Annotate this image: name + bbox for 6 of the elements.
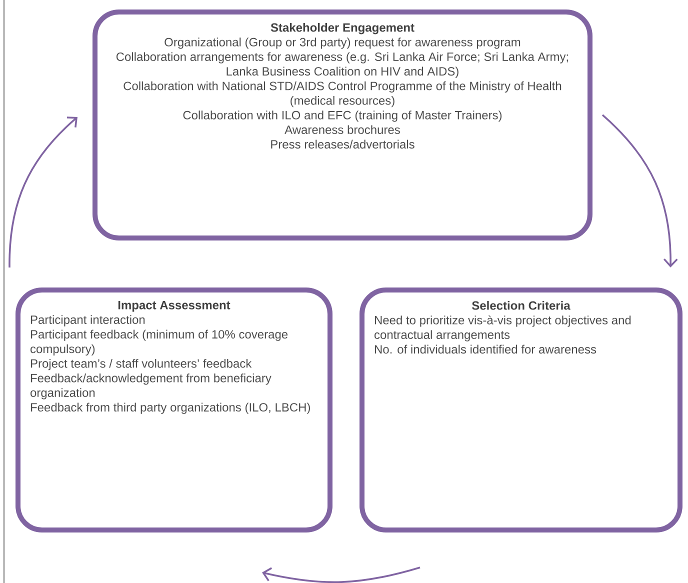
- arrow: [262, 566, 420, 583]
- arrow: [602, 114, 678, 268]
- process-box: Impact Assessment Participant interaction Participant feedback (minimum of 10% coverage compulsory) Project team’s / staff volunteers’ feedback Feedback/acknowledgement from beneficiary organization Feedback from third party organizations (ILO, LBCH): [16, 287, 332, 532]
- process-box: Stakeholder Engagement Organizational (Group or 3rd party) request for awareness program Collaboration arrangements for awareness (e.g. Sri Lanka Air Force; Sri Lanka Army; Lanka Business Coalition on HIV and AIDS) Collaboration with National STD/AIDS Control Programme of the Ministry of Health (medical resources) Collaboration with ILO and EFC (training of Master Trainers) Awareness brochures Press releases/advertorials: [92, 10, 592, 240]
- process-box: Selection Criteria Need to prioritize vis-à-vis project objectives and contractual arrangements No. of individuals identified for awareness: [360, 287, 682, 532]
- arrow: [8, 116, 78, 268]
